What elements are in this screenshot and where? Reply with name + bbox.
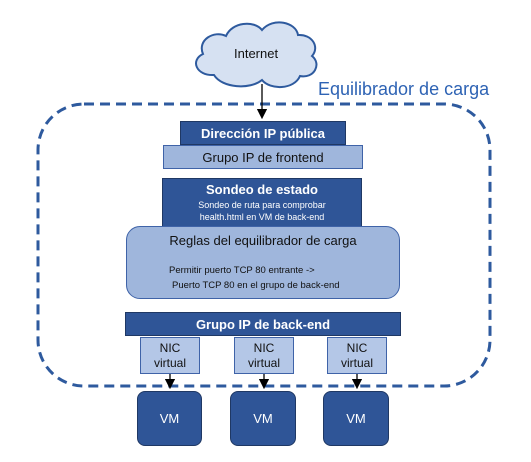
- health-probe-line2: health.html en VM de back-end: [199, 212, 325, 222]
- health-probe-line1: Sondeo de ruta para comprobar: [198, 200, 326, 210]
- nic-line2: virtual: [247, 355, 280, 370]
- public-ip-label: Dirección IP pública: [200, 125, 326, 141]
- internet-label: Internet: [234, 46, 279, 61]
- backend-pool-box: Grupo IP de back-end: [125, 312, 401, 336]
- nic-line2: virtual: [153, 355, 186, 370]
- frontend-pool-box: Grupo IP de frontend: [163, 145, 363, 169]
- lb-rules-title: Reglas del equilibrador de carga: [169, 233, 357, 248]
- vm-box: VM: [230, 391, 296, 446]
- vm-label: VM: [159, 411, 180, 426]
- nic-box: NIC virtual: [140, 337, 200, 374]
- internet-cloud-icon: [195, 21, 318, 88]
- load-balancer-label: Equilibrador de carga: [318, 79, 490, 99]
- lb-rules-box: Reglas del equilibrador de carga Permiti…: [126, 226, 400, 299]
- nic-line2: virtual: [340, 355, 373, 370]
- nic-box: NIC virtual: [327, 337, 387, 374]
- lb-rules-line2: Puerto TCP 80 en el grupo de back-end: [172, 280, 340, 291]
- vm-box: VM: [323, 391, 389, 446]
- health-probe-box: Sondeo de estado Sondeo de ruta para com…: [162, 178, 362, 230]
- vm-label: VM: [253, 411, 273, 426]
- nic-line1: NIC: [159, 340, 181, 355]
- vm-box: VM: [137, 391, 202, 446]
- nic-line1: NIC: [346, 340, 368, 355]
- nic-box: NIC virtual: [234, 337, 294, 374]
- nic-line1: NIC: [253, 340, 275, 355]
- public-ip-box: Dirección IP pública: [180, 121, 346, 145]
- lb-rules-line1: Permitir puerto TCP 80 entrante ->: [169, 265, 315, 276]
- backend-pool-label: Grupo IP de back-end: [195, 316, 331, 332]
- vm-label: VM: [346, 411, 366, 426]
- health-probe-title: Sondeo de estado: [206, 182, 318, 197]
- frontend-pool-label: Grupo IP de frontend: [202, 149, 324, 165]
